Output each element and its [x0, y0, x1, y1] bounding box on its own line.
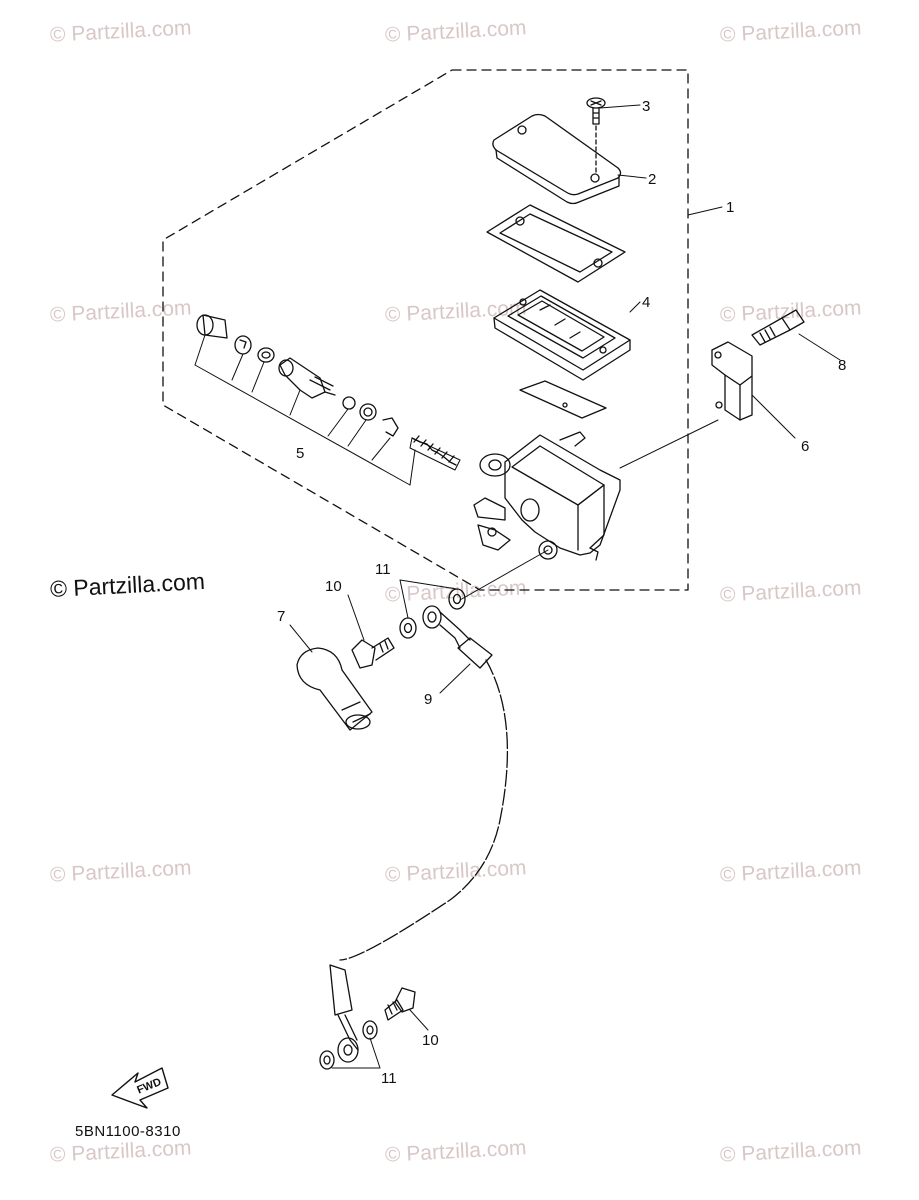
gasket-plate-part — [486, 204, 626, 283]
brake-hose-part — [329, 605, 509, 1063]
callout-11: 11 — [375, 561, 391, 578]
reservoir-cap-part — [492, 113, 622, 205]
diagram-code: 5BN1100-8310 — [75, 1123, 181, 1140]
master-cylinder-body — [473, 431, 621, 561]
holder-clamp-part — [711, 341, 753, 421]
copper-washer-part — [319, 1050, 335, 1070]
union-bolt-part — [384, 987, 416, 1021]
callout-6: 6 — [801, 438, 809, 455]
callout-8: 8 — [838, 357, 846, 374]
boot-cover-part — [296, 647, 373, 731]
callout-9: 9 — [424, 691, 432, 708]
union-bolt-part — [351, 637, 395, 669]
assembly-boundary — [162, 69, 689, 591]
callout-2: 2 — [648, 171, 656, 188]
copper-washer-part — [362, 1020, 378, 1040]
callout-3: 3 — [642, 98, 650, 115]
holder-bolt-part — [751, 309, 805, 346]
callout-10: 10 — [422, 1032, 439, 1049]
diaphragm-plate-part — [519, 380, 607, 419]
callout-7: 7 — [277, 608, 285, 625]
fwd-arrow-icon: FWD — [111, 1067, 169, 1109]
callout-4: 4 — [642, 294, 650, 311]
callout-1: 1 — [726, 199, 734, 216]
callout-11: 11 — [381, 1070, 397, 1087]
screw-part — [586, 97, 606, 173]
diaphragm-part — [493, 289, 631, 381]
piston-kit-part — [196, 314, 461, 471]
callout-10: 10 — [325, 578, 342, 595]
callout-5: 5 — [296, 445, 304, 462]
copper-washer-part — [399, 617, 417, 639]
